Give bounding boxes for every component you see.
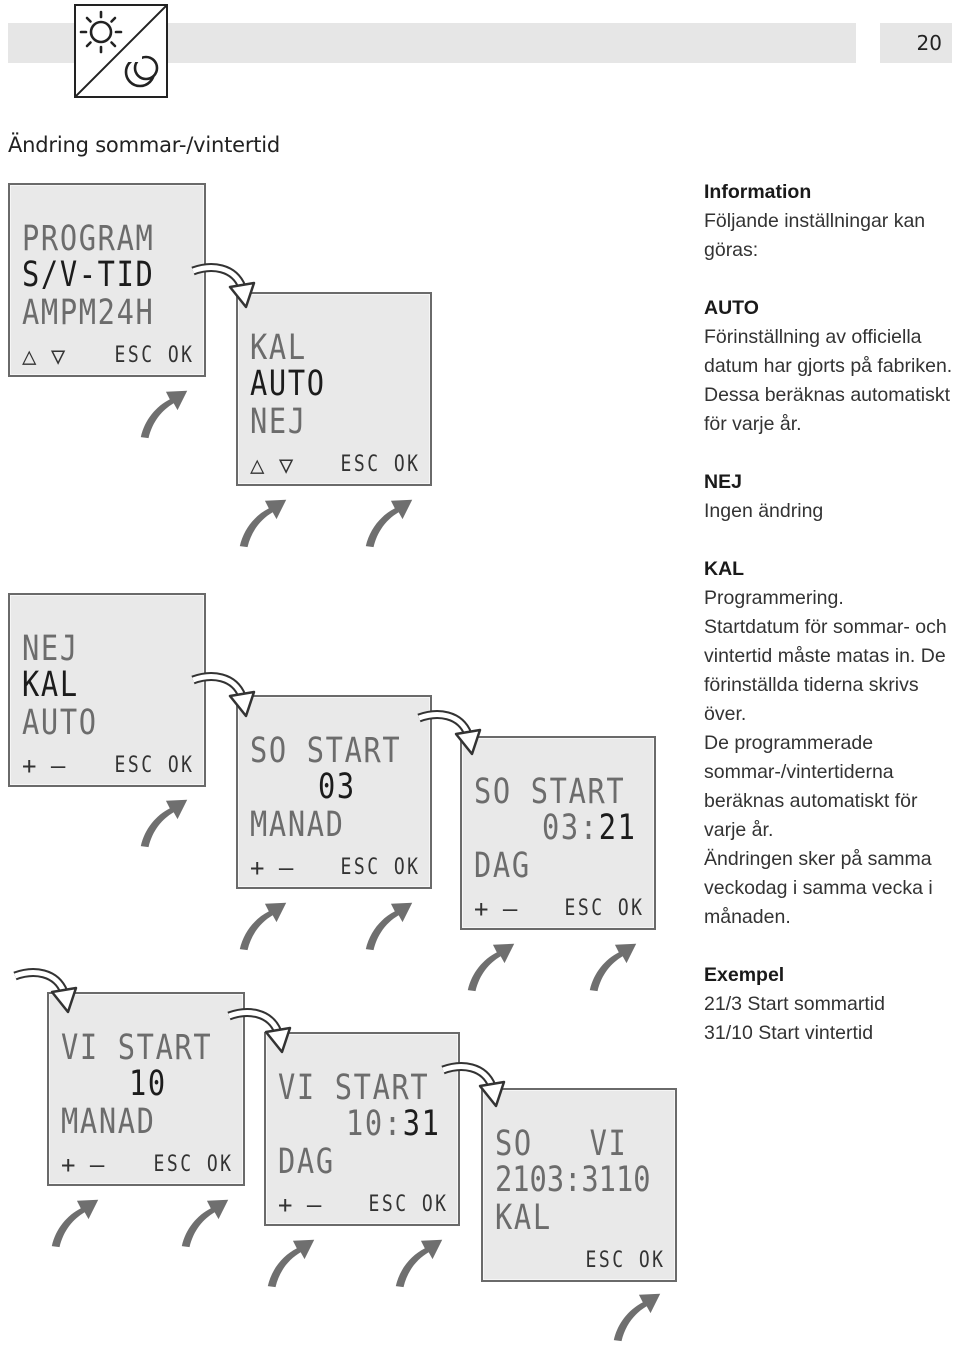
lcd-footer: + — ESC OK (474, 896, 644, 922)
lcd-screen-summary: SO VI 2103:3110 KAL ESC OK (481, 1088, 677, 1282)
lcd-month-value: 10: (346, 1104, 403, 1144)
esc-ok-label: ESC OK (340, 452, 420, 477)
lcd-footer: + — ESC OK (250, 855, 420, 881)
lcd-footer: + — ESC OK (61, 1152, 233, 1178)
nej-text: Ingen ändring (704, 500, 824, 522)
lcd-line-3: DAG (278, 1142, 335, 1182)
lcd-line-1: NEJ (22, 629, 79, 669)
esc-ok-label: ESC OK (153, 1152, 233, 1177)
lcd-line-1: PROGRAM (22, 219, 155, 259)
lcd-day-value: 31 (402, 1104, 441, 1144)
lcd-line-1: SO VI (495, 1124, 628, 1164)
esc-ok-label: ESC OK (564, 896, 644, 921)
lcd-footer: + — ESC OK (22, 753, 194, 779)
press-ok-icon (135, 792, 193, 850)
lcd-line-1: VI START (278, 1068, 430, 1108)
lcd-line-3: NEJ (250, 402, 307, 442)
info-sidebar: Information Följande inställningar kan g… (704, 178, 956, 1048)
lcd-line-1: VI START (61, 1028, 213, 1068)
lcd-screen-vi-start-month: VI START 10 MANAD + — ESC OK (47, 992, 245, 1186)
press-plus-minus-icon (262, 1232, 320, 1290)
lcd-footer: + — ESC OK (278, 1192, 448, 1218)
page-title: Ändring sommar-/vintertid (8, 133, 281, 157)
esc-ok-label: ESC OK (368, 1192, 448, 1217)
lcd-line-3: KAL (495, 1198, 552, 1238)
info-heading: Information (704, 181, 812, 203)
page-number: 20 (880, 23, 952, 63)
press-ok-icon (608, 1286, 666, 1344)
kal-text-3: De programmerade sommar-/vintertiderna b… (704, 732, 918, 841)
press-ok-icon (390, 1232, 448, 1290)
lcd-line-2: 2103:3110 (495, 1160, 651, 1200)
lcd-line-3: MANAD (61, 1102, 156, 1142)
press-plus-minus-icon (46, 1192, 104, 1250)
flow-arrow-icon (440, 1062, 510, 1112)
flow-arrow-icon (226, 1008, 296, 1058)
flow-arrow-icon (12, 968, 82, 1018)
up-down-arrows-icon: △ ▽ (250, 451, 294, 479)
lcd-line-2: 03:21 (542, 808, 637, 848)
lcd-footer: △ ▽ ESC OK (22, 343, 194, 369)
example-line-1: 21/3 Start sommartid (704, 993, 885, 1015)
lcd-footer: △ ▽ ESC OK (250, 452, 420, 478)
kal-text-2: Startdatum för sommar- och vintertid mås… (704, 616, 947, 725)
press-ok-icon (584, 936, 642, 994)
lcd-line-3: DAG (474, 846, 531, 886)
lcd-screen-program: PROGRAM S/V-TID AMPM24H △ ▽ ESC OK (8, 183, 206, 377)
lcd-screen-so-start-month: SO START 03 MANAD + — ESC OK (236, 695, 432, 889)
plus-minus-icon: + — (278, 1191, 322, 1219)
press-ok-icon (135, 383, 193, 441)
nej-heading: NEJ (704, 471, 742, 493)
press-ok-icon (176, 1192, 234, 1250)
flow-arrow-icon (190, 672, 260, 722)
up-down-arrows-icon: △ ▽ (22, 342, 66, 370)
esc-ok-label: ESC OK (114, 753, 194, 778)
example-line-2: 31/10 Start vintertid (704, 1022, 874, 1044)
lcd-line-2: 03 (318, 767, 356, 807)
lcd-line-1: SO START (474, 772, 626, 812)
lcd-line-1: KAL (250, 328, 307, 368)
lcd-line-2: KAL (22, 665, 79, 705)
lcd-screen-nej-kal: NEJ KAL AUTO + — ESC OK (8, 593, 206, 787)
kal-heading: KAL (704, 558, 745, 580)
plus-minus-icon: + — (22, 752, 66, 780)
lcd-line-1: SO START (250, 731, 402, 771)
esc-ok-label: ESC OK (114, 343, 194, 368)
press-down-icon (234, 492, 292, 550)
lcd-line-2: 10:31 (346, 1104, 441, 1144)
press-plus-minus-icon (462, 936, 520, 994)
esc-ok-label: ESC OK (585, 1248, 665, 1273)
lcd-footer: ESC OK (495, 1248, 665, 1274)
lcd-month-value: 03: (542, 808, 599, 848)
plus-minus-icon: + — (250, 854, 294, 882)
esc-ok-label: ESC OK (340, 855, 420, 880)
press-plus-minus-icon (234, 895, 292, 953)
plus-minus-icon: + — (474, 895, 518, 923)
sun-moon-icon (74, 4, 168, 98)
lcd-line-3: AMPM24H (22, 293, 155, 333)
lcd-line-2: AUTO (250, 364, 326, 404)
lcd-day-value: 21 (598, 808, 637, 848)
flow-arrow-icon (416, 710, 486, 760)
auto-text: Förinställning av officiella datum har g… (704, 326, 953, 435)
lcd-screen-vi-start-day: VI START 10:31 DAG + — ESC OK (264, 1032, 460, 1226)
auto-heading: AUTO (704, 297, 759, 319)
kal-text-1: Programmering. (704, 587, 844, 609)
lcd-line-2: S/V-TID (22, 255, 155, 295)
example-heading: Exempel (704, 964, 785, 986)
press-ok-icon (360, 895, 418, 953)
lcd-screen-so-start-day: SO START 03:21 DAG + — ESC OK (460, 736, 656, 930)
plus-minus-icon: + — (61, 1151, 105, 1179)
lcd-line-3: MANAD (250, 805, 345, 845)
press-ok-icon (360, 492, 418, 550)
lcd-line-3: AUTO (22, 703, 98, 743)
flow-arrow-icon (190, 263, 260, 313)
kal-text-4: Ändringen sker på samma veckodag i samma… (704, 848, 933, 928)
lcd-line-2: 10 (129, 1064, 167, 1104)
lcd-screen-kal-auto: KAL AUTO NEJ △ ▽ ESC OK (236, 292, 432, 486)
info-text: Följande inställningar kan göras: (704, 210, 926, 261)
